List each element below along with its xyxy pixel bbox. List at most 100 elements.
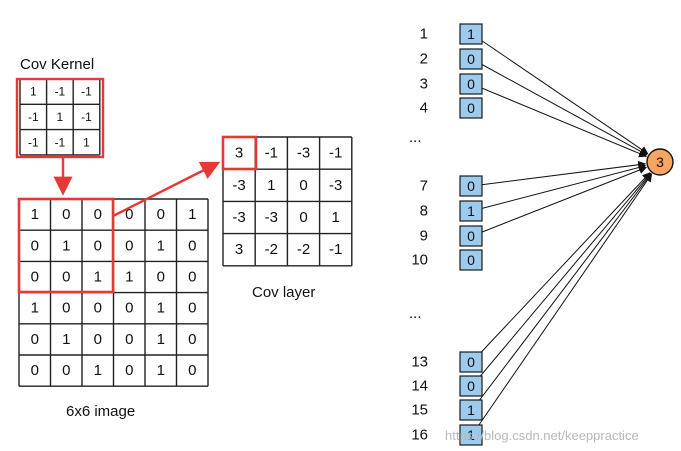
node-index: 1 xyxy=(420,26,428,43)
kernel-cell: -1 xyxy=(81,85,92,99)
input-node-box xyxy=(459,399,483,421)
cov-layer-cell: 3 xyxy=(235,241,243,258)
input-node-value: 1 xyxy=(467,402,475,418)
image-cell: 0 xyxy=(188,362,196,379)
kernel-cell: -1 xyxy=(81,110,92,124)
image-cell: 0 xyxy=(31,237,39,254)
image-cell: 0 xyxy=(188,269,196,286)
cov-layer-cell: 1 xyxy=(332,209,340,226)
ellipsis-bottom: ... xyxy=(409,305,422,322)
image-cell: 1 xyxy=(157,237,165,254)
cov-layer-cell: 1 xyxy=(267,177,275,194)
image-cell: 0 xyxy=(62,300,70,317)
image-cell: 1 xyxy=(62,331,70,348)
input-node-box xyxy=(459,249,483,271)
input-node-value: 0 xyxy=(467,228,475,244)
image-cell: 0 xyxy=(125,237,133,254)
image-cell: 1 xyxy=(188,206,196,223)
input-node-box xyxy=(459,97,483,119)
image-cell: 0 xyxy=(125,331,133,348)
connection-edge xyxy=(471,172,651,387)
image-cell: 0 xyxy=(31,362,39,379)
kernel-cell: -1 xyxy=(55,85,66,99)
input-node-box xyxy=(459,225,483,247)
node-index: 13 xyxy=(411,354,428,371)
image-cell: 0 xyxy=(188,331,196,348)
input-node-box xyxy=(459,175,483,197)
image-cell: 1 xyxy=(157,300,165,317)
input-node-value: 0 xyxy=(467,76,475,92)
image-cell: 1 xyxy=(62,237,70,254)
image-cell: 0 xyxy=(188,300,196,317)
cov-layer-cell: 3 xyxy=(235,145,243,162)
layer-caption: Cov layer xyxy=(252,284,315,301)
input-node-value: 0 xyxy=(467,100,475,116)
input-node-value: 1 xyxy=(467,203,475,219)
node-index: 8 xyxy=(420,203,428,220)
node-index: 15 xyxy=(411,402,428,419)
image-receptive-field xyxy=(17,197,115,294)
input-node-value: 0 xyxy=(467,378,475,394)
kernel-cell: -1 xyxy=(28,110,39,124)
input-node-value: 0 xyxy=(467,178,475,194)
connection-edges xyxy=(471,33,653,436)
connection-edge xyxy=(471,172,651,363)
ellipsis-top: ... xyxy=(409,129,422,146)
node-index: 4 xyxy=(420,100,428,117)
node-index: 10 xyxy=(411,252,428,269)
kernel-cell: 1 xyxy=(57,110,64,124)
cov-layer-cell: -1 xyxy=(329,241,342,258)
image-cell: 0 xyxy=(62,269,70,286)
connection-edge xyxy=(471,166,647,237)
connection-edge xyxy=(471,173,652,411)
cov-layer-cell: 0 xyxy=(299,209,307,226)
node-index: 7 xyxy=(420,178,428,195)
node-index: 2 xyxy=(420,51,428,68)
cov-layer-cell: -2 xyxy=(265,241,278,258)
image-cell: 0 xyxy=(31,331,39,348)
image-cell: 1 xyxy=(31,300,39,317)
image-cell: 0 xyxy=(62,206,70,223)
layer-output-highlight xyxy=(221,135,258,171)
input-node-value: 1 xyxy=(467,26,475,42)
cov-layer-cell: -1 xyxy=(265,145,278,162)
input-node-value: 0 xyxy=(467,51,475,67)
node-index: 16 xyxy=(411,427,428,444)
image-cell: 1 xyxy=(31,206,39,223)
kernel-title: Cov Kernel xyxy=(20,56,94,73)
image-cell: 1 xyxy=(157,362,165,379)
image-cell: 0 xyxy=(62,362,70,379)
input-node-box xyxy=(459,73,483,95)
image-cell: 0 xyxy=(31,269,39,286)
input-node-box xyxy=(459,424,483,446)
connection-edge xyxy=(471,33,649,155)
cov-layer-cell: -1 xyxy=(329,145,342,162)
connection-edge xyxy=(471,160,647,187)
cov-layer-cell: -3 xyxy=(329,177,342,194)
input-node-value: 1 xyxy=(467,427,475,443)
kernel-cell: -1 xyxy=(55,135,66,149)
input-node-value: 0 xyxy=(467,354,475,370)
connection-edge xyxy=(471,83,648,158)
connection-edge xyxy=(471,173,653,436)
cov-layer-cell: -3 xyxy=(265,209,278,226)
node-index: 9 xyxy=(420,228,428,245)
node-index: 14 xyxy=(411,378,428,395)
input-node-box xyxy=(459,375,483,397)
cov-layer-cell: -3 xyxy=(232,177,245,194)
input-node-box xyxy=(459,200,483,222)
connection-edge xyxy=(471,163,647,212)
field-to-layer-arrow xyxy=(112,161,221,218)
cov-layer-cell: -3 xyxy=(232,209,245,226)
kernel-highlight-box xyxy=(15,77,105,159)
image-cell: 0 xyxy=(94,206,102,223)
image-cell: 0 xyxy=(125,206,133,223)
output-neuron xyxy=(646,148,674,176)
input-node-value: 0 xyxy=(467,252,475,268)
kernel-cell: 1 xyxy=(83,135,90,149)
